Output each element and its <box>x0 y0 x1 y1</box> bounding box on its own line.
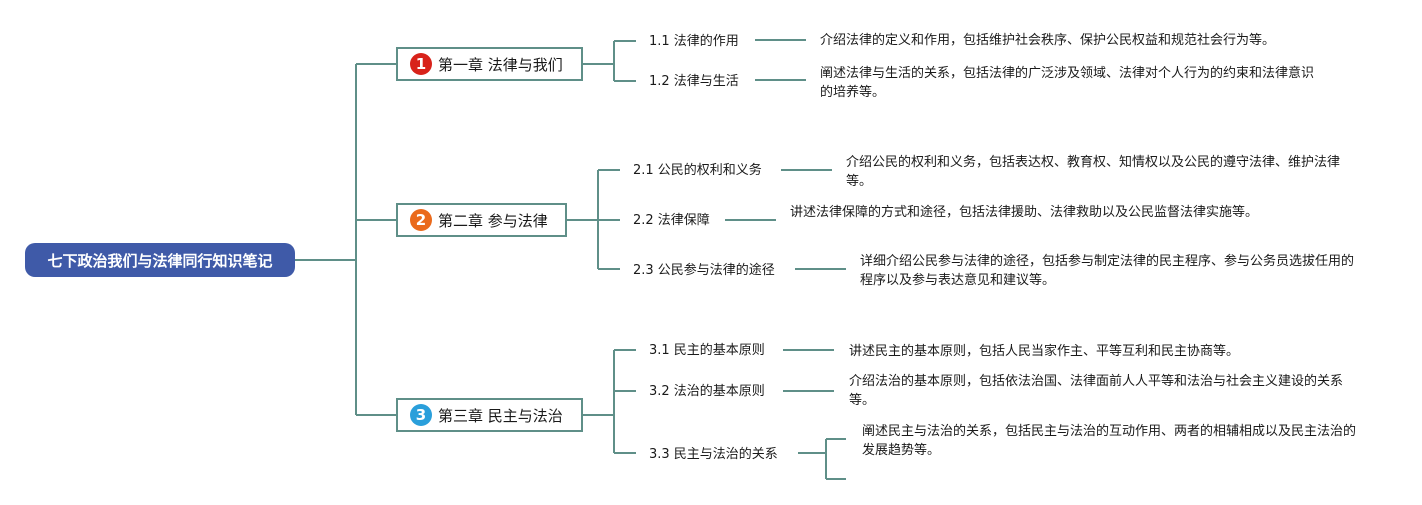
chapter-3-title: 第三章 民主与法治 <box>438 406 563 425</box>
section-3-1-desc: 讲述民主的基本原则，包括人民当家作主、平等互利和民主协商等。 <box>849 344 1240 359</box>
section-1-2-desc: 阐述法律与生活的关系，包括法律的广泛涉及领域、法律对个人行为的约束和法律意识的培… <box>820 66 1315 100</box>
section-1-1-label[interactable]: 1.1 法律的作用 <box>649 34 739 49</box>
section-1-2-label[interactable]: 1.2 法律与生活 <box>649 74 739 89</box>
section-2-2-desc: 讲述法律保障的方式和途径，包括法律援助、法律救助以及公民监督法律实施等。 <box>790 205 1259 220</box>
chapter-2-number-badge: 2 <box>410 209 432 231</box>
section-3-3-desc: 阐述民主与法治的关系，包括民主与法治的互动作用、两者的相辅相成以及民主法治的发展… <box>862 424 1357 458</box>
chapter-1-number-badge: 1 <box>410 53 432 75</box>
section-3-2-label[interactable]: 3.2 法治的基本原则 <box>649 384 765 399</box>
section-2-2-label[interactable]: 2.2 法律保障 <box>633 213 710 228</box>
section-2-1-label[interactable]: 2.1 公民的权利和义务 <box>633 163 762 178</box>
chapter-2-title: 第二章 参与法律 <box>438 211 548 230</box>
section-1-1-desc: 介绍法律的定义和作用，包括维护社会秩序、保护公民权益和规范社会行为等。 <box>820 33 1276 48</box>
section-2-3-desc: 详细介绍公民参与法律的途径，包括参与制定法律的民主程序、参与公务员选拔任用的程序… <box>860 254 1355 288</box>
chapter-2-node[interactable]: 2 第二章 参与法律 <box>396 203 567 237</box>
root-node[interactable]: 七下政治我们与法律同行知识笔记 <box>25 243 295 277</box>
section-2-1-desc: 介绍公民的权利和义务，包括表达权、教育权、知情权以及公民的遵守法律、维护法律等。 <box>846 155 1341 189</box>
section-2-3-label[interactable]: 2.3 公民参与法律的途径 <box>633 263 775 278</box>
section-3-1-label[interactable]: 3.1 民主的基本原则 <box>649 343 765 358</box>
chapter-3-node[interactable]: 3 第三章 民主与法治 <box>396 398 583 432</box>
root-title: 七下政治我们与法律同行知识笔记 <box>47 251 273 270</box>
section-3-2-desc: 介绍法治的基本原则，包括依法治国、法律面前人人平等和法治与社会主义建设的关系等。 <box>849 374 1344 408</box>
chapter-1-node[interactable]: 1 第一章 法律与我们 <box>396 47 583 81</box>
chapter-1-title: 第一章 法律与我们 <box>438 55 563 74</box>
section-3-3-label[interactable]: 3.3 民主与法治的关系 <box>649 447 778 462</box>
chapter-3-number-badge: 3 <box>410 404 432 426</box>
